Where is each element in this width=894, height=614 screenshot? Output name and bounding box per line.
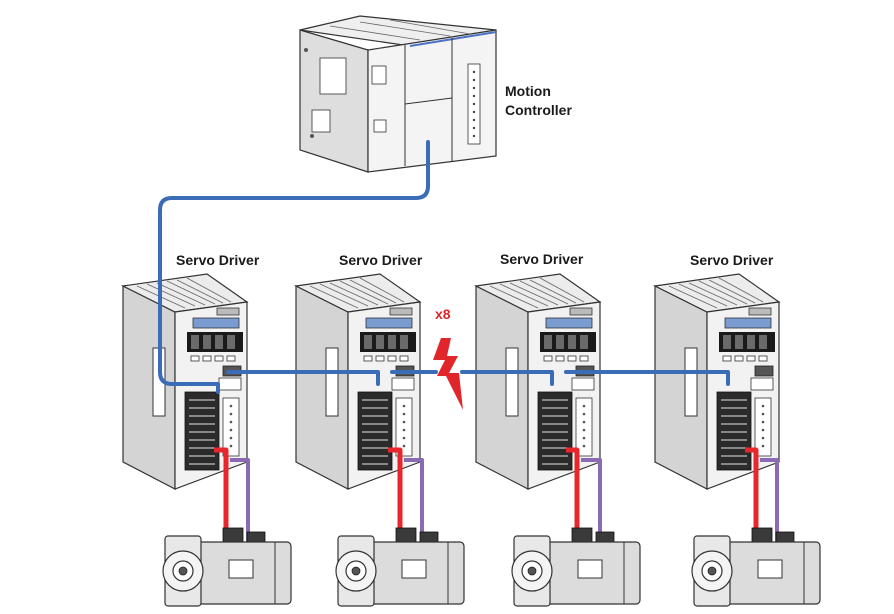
driver-label-1: Servo Driver (176, 252, 260, 268)
encoder-cable (230, 458, 779, 545)
servo-driver-icon (654, 273, 780, 490)
servo-motor-icon (691, 527, 821, 607)
lightning-break-icon (433, 338, 463, 410)
motion-controller-icon (299, 15, 497, 173)
network-cable (158, 140, 730, 394)
driver-label-4: Servo Driver (690, 252, 774, 268)
servo-driver-icon (475, 273, 601, 490)
break-count-label: x8 (435, 306, 451, 322)
power-cable (214, 447, 759, 540)
servo-motor-icon (335, 527, 465, 607)
servo-motor-icon (162, 527, 292, 607)
controller-label-line1: Motion (505, 83, 551, 99)
driver-label-2: Servo Driver (339, 252, 423, 268)
servo-motor-icon (511, 527, 641, 607)
controller-label-line2: Controller (505, 102, 572, 118)
driver-label-3: Servo Driver (500, 251, 584, 267)
